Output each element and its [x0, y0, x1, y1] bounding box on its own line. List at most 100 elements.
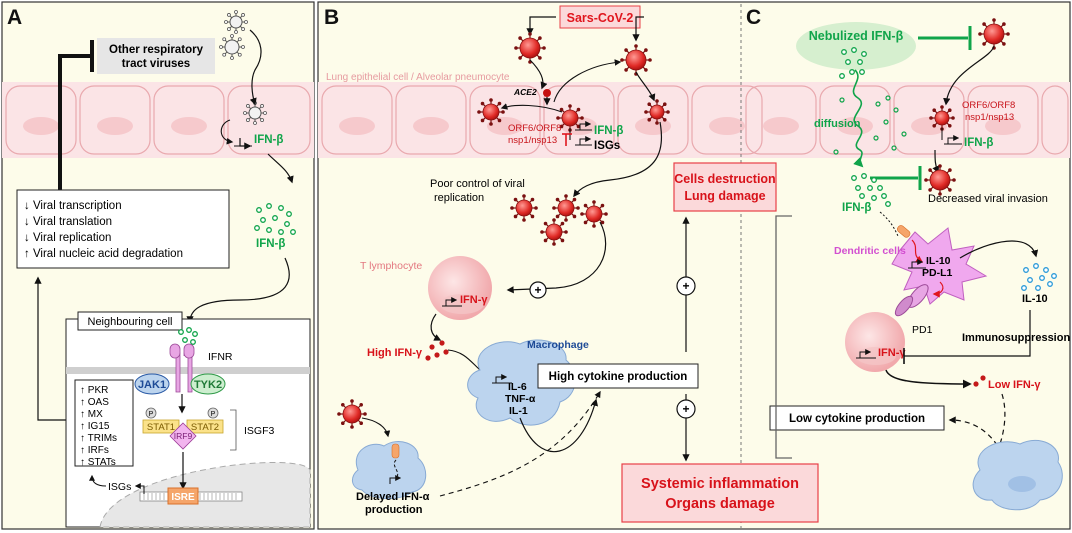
- macrophage-cell-c: [972, 439, 1063, 511]
- effect-item: ↓ Viral transcription: [24, 200, 122, 212]
- isg-genes-box: [74, 379, 134, 467]
- cytokine-il1: IL-1: [509, 405, 528, 417]
- gene-item: ↑ MX: [80, 409, 103, 420]
- tyk2-label: TYK2: [194, 379, 222, 391]
- cytokine-tnfa: TNF-α: [505, 393, 536, 405]
- effect-item: ↑ Viral nucleic acid degradation: [24, 248, 183, 260]
- arrow-tcell-to-ifng: [430, 313, 442, 341]
- nsp-label-b: nsp1/nsp13: [508, 135, 557, 146]
- nebulized-label: Nebulized IFN-β: [809, 29, 904, 43]
- arrow-to-low-ifng: [885, 369, 972, 389]
- arrow-virus-to-ace2: [529, 59, 548, 90]
- grey-virus-icon: [224, 10, 248, 34]
- orf-label-b: ORF6/ORF8: [508, 123, 561, 134]
- phospho-label: P: [149, 411, 154, 418]
- isre-box: [167, 487, 199, 505]
- arrow-sars-left: [526, 16, 556, 36]
- ifn-b-cell-a: IFN-β: [254, 134, 283, 146]
- systemic-inflammation-box: [621, 463, 819, 523]
- nebulized-cloud: [796, 22, 916, 70]
- promoter-arrow-tcell: [445, 297, 458, 306]
- poor-control-line1: Poor control of viral: [430, 178, 525, 190]
- ifn-g-label-c: IFN-γ: [878, 347, 906, 359]
- panel-c: C Nebulized IFN-β diffusion ORF6/ORF8 ns…: [746, 6, 1070, 511]
- diffusion-wave: [852, 69, 864, 168]
- arrow-virus-entry-c: [943, 45, 995, 106]
- cells-destruction-line2: Lung damage: [684, 189, 765, 203]
- isg-transcription-arrow: [134, 483, 145, 494]
- gene-item: ↑ PKR: [80, 385, 108, 396]
- ifn-b-cell-c: IFN-β: [964, 137, 993, 149]
- sars-cov2-label: Sars-CoV-2: [567, 11, 634, 25]
- effects-list: ↓ Viral transcription ↓ Viral translatio…: [24, 200, 183, 260]
- dendritic-label: Dendritic cells: [834, 245, 906, 257]
- systemic-line2: Organs damage: [665, 496, 775, 512]
- ifn-b-free-a: IFN-β: [256, 238, 285, 250]
- sars-cov2-virus-icon: [978, 18, 1010, 50]
- epithelium-label: Lung epithelial cell / Alveolar pneumocy…: [326, 72, 510, 83]
- jak1-label: JAK1: [138, 379, 166, 391]
- ifn-g-molecules-b: [425, 340, 449, 361]
- plus-label: +: [682, 402, 689, 416]
- il10-label: IL-10: [926, 255, 951, 267]
- promoter-arrow-dc-c: [911, 259, 924, 268]
- cells-destruction-box: [673, 162, 777, 212]
- dashed-line-ifng-to-macrophage: [989, 393, 1006, 467]
- arrow-ifn-to-receptor: [186, 257, 290, 324]
- nebulized-ifn-molecules: [839, 47, 867, 79]
- grey-virus-icon: [219, 34, 245, 60]
- antiviral-effects-box: [16, 189, 230, 269]
- arrow-to-replication: [573, 121, 663, 198]
- irf9-node: [169, 422, 197, 450]
- pdl1-label: PD-L1: [922, 267, 952, 279]
- arrow-virus-to-dc: [361, 417, 391, 438]
- arrow-to-gene-a: [220, 119, 234, 145]
- arrow-virus-to-tcell: [506, 221, 607, 294]
- isgs-label-b: ISGs: [594, 140, 620, 152]
- tyk2-node: [190, 373, 226, 395]
- promoter-arrow-macrophage: [495, 374, 508, 383]
- sars-cov2-virus-icon: [556, 104, 584, 132]
- promoter-arrow-c: [947, 135, 960, 144]
- promoter-arrow-b1: [579, 121, 592, 130]
- effect-item: ↓ Viral replication: [24, 232, 111, 244]
- inhibition-line-a: [58, 54, 90, 198]
- promoter-arrow-b2: [579, 136, 592, 145]
- plus-label: +: [534, 283, 541, 297]
- other-viruses-line2: tract viruses: [122, 58, 190, 70]
- ace2-receptor-icon: [543, 89, 551, 97]
- dna-ticks: [143, 493, 237, 500]
- phospho-label: P: [211, 411, 216, 418]
- gene-item: ↑ OAS: [80, 397, 109, 408]
- pd1-label: PD1: [912, 324, 933, 336]
- macrophage-label: Macrophage: [527, 339, 589, 351]
- promoter-arrow-dc: [389, 475, 402, 484]
- ifn-g-molecules-c: [973, 375, 986, 387]
- arrow-sars-right: [632, 16, 644, 42]
- arrow-virus-entry-b: [635, 71, 656, 102]
- plasmacytoid-cell: [352, 441, 427, 499]
- sars-cov2-virus-icon: [644, 99, 670, 125]
- isre-label: ISRE: [171, 492, 195, 503]
- ifn-b-molecules-c: [851, 173, 891, 207]
- irf9-label: IRF9: [174, 431, 193, 441]
- isgf3-bracket: [230, 409, 237, 451]
- panel-b: B Sars-CoV-2 Lung epithelial cell / Alve…: [324, 5, 819, 523]
- immunosuppression-label: Immunosuppression: [962, 332, 1070, 344]
- sars-cov2-virus-icon: [510, 194, 538, 222]
- il10-free-label: IL-10: [1022, 293, 1048, 305]
- receptor-icon: [391, 443, 400, 459]
- isgs-label-a: ISGs: [108, 481, 131, 493]
- other-viruses-box: [97, 38, 215, 74]
- ace2-label: ACE2: [513, 87, 537, 97]
- high-cytokine-box: [537, 363, 699, 389]
- arrow-virus-exit-b: [553, 59, 622, 103]
- high-cytokine-label: High cytokine production: [549, 371, 688, 383]
- ifnr-label: IFNR: [208, 351, 233, 363]
- arrow-virus-entry-a: [249, 29, 262, 106]
- arrow-to-il10: [959, 240, 1039, 259]
- stat1-label: STAT1: [147, 422, 175, 433]
- diffusing-molecules: [833, 95, 907, 155]
- gene-item: ↑ IRFs: [80, 445, 109, 456]
- sars-cov2-virus-icon: [514, 32, 546, 64]
